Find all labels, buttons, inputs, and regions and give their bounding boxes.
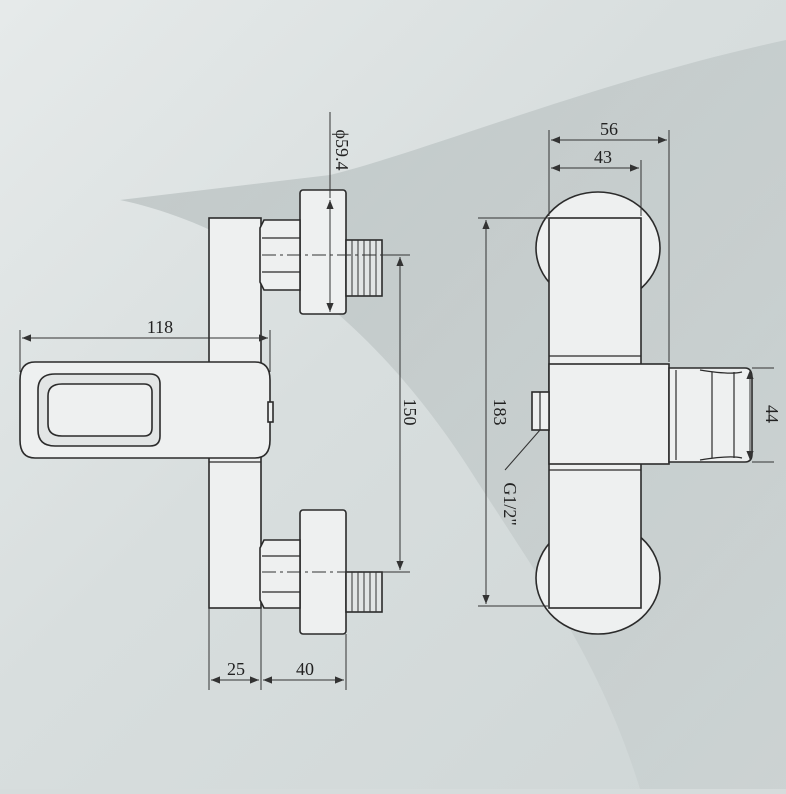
- dim-150: 150: [400, 399, 420, 426]
- dim-43: 43: [594, 147, 612, 167]
- front-knob: [668, 367, 753, 463]
- side-view: [19, 112, 408, 635]
- dim-25: 25: [227, 659, 245, 679]
- side-dimensions: [19, 200, 410, 690]
- handle-knob: [267, 401, 274, 423]
- dim-diameter: ϕ59.4: [332, 130, 352, 171]
- top-flange: [299, 189, 347, 315]
- bottom-nut: [259, 539, 301, 609]
- dim-183: 183: [490, 399, 510, 426]
- handle-window-inner: [47, 383, 153, 437]
- dim-118: 118: [147, 317, 173, 337]
- front-view: [531, 191, 753, 635]
- dim-40: 40: [296, 659, 314, 679]
- front-center-block: [548, 363, 670, 465]
- front-dimensions: [478, 130, 774, 607]
- thread-label: G1/2": [500, 482, 520, 525]
- dim-56: 56: [600, 119, 618, 139]
- dim-44: 44: [762, 405, 782, 423]
